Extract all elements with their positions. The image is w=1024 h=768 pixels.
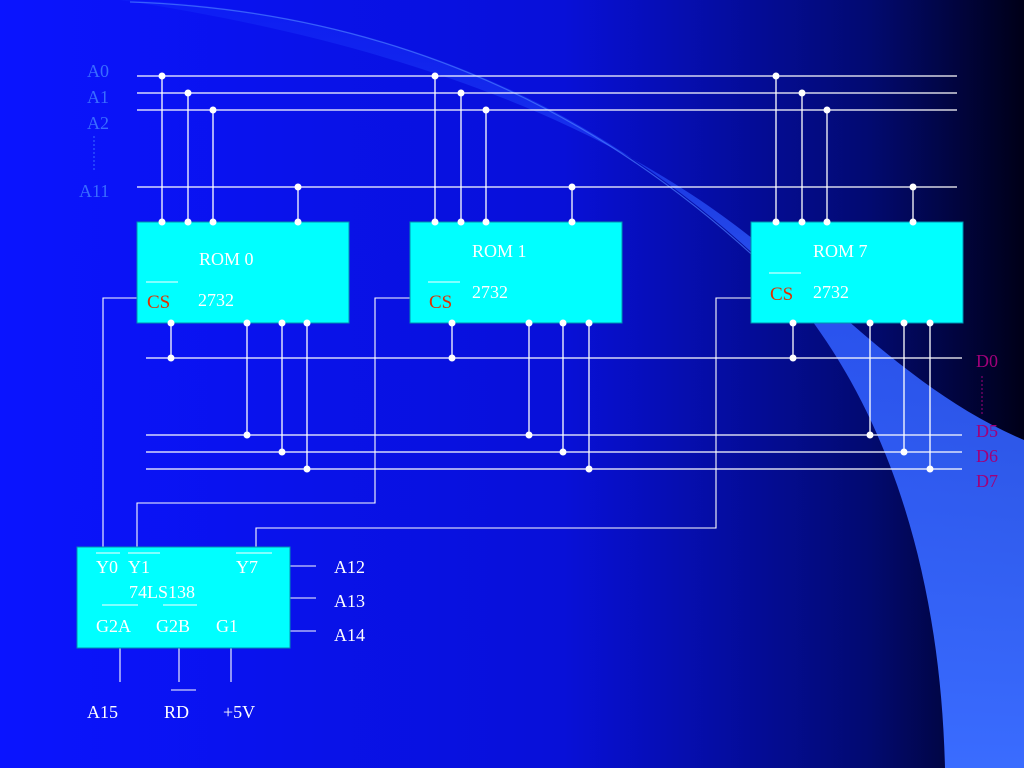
rom0-chip-number: 2732 [198, 290, 234, 310]
rom1-chip-number: 2732 [472, 282, 508, 302]
decoder-input-a14: A14 [334, 625, 365, 645]
rom7-cs-label: CS [770, 284, 793, 305]
decoder-chip [76, 546, 291, 649]
address-drops [161, 76, 914, 222]
cs-wire-rom7 [255, 297, 751, 547]
cs-wire-rom1 [136, 297, 410, 547]
decoder-input-a15: A15 [87, 702, 118, 722]
cs-wire-rom0 [102, 297, 137, 547]
decoder-output-y0: Y0 [96, 557, 118, 577]
rom0-cs-label: CS [147, 292, 170, 313]
data-label-d6: D6 [976, 446, 998, 466]
junction-dots [158, 72, 934, 473]
rom-chip-1 [409, 221, 623, 324]
decoder-output-y7: Y7 [236, 557, 258, 577]
decoder-output-y1: Y1 [128, 557, 150, 577]
address-label-a2: A2 [87, 113, 109, 133]
address-label-a11: A11 [79, 181, 109, 201]
rom1-cs-label: CS [429, 292, 452, 313]
decoder-input-a12: A12 [334, 557, 365, 577]
data-label-d7: D7 [976, 471, 998, 491]
decoder-overbars [96, 552, 272, 606]
rom-chip-0 [136, 221, 350, 324]
address-bus [137, 75, 957, 188]
decoder-input-wires [119, 565, 316, 682]
decoder-enable-g2a: G2A [96, 616, 131, 636]
decoder-chip-number: 74LS138 [129, 582, 195, 602]
chip-select-wiring [102, 297, 751, 547]
rom0-title: ROM 0 [199, 249, 254, 269]
decoder-enable-g1: G1 [216, 616, 238, 636]
address-label-a0: A0 [87, 61, 109, 81]
decoder-input-a13: A13 [334, 591, 365, 611]
rom7-title: ROM 7 [813, 241, 868, 261]
decorative-sweep-edge [129, 1, 761, 263]
data-drops [170, 323, 931, 469]
data-label-d5: D5 [976, 421, 998, 441]
address-label-a1: A1 [87, 87, 109, 107]
rom7-chip-number: 2732 [813, 282, 849, 302]
rom1-title: ROM 1 [472, 241, 527, 261]
decoder-input-rd: RD [164, 702, 189, 722]
decoder-enable-g2b: G2B [156, 616, 190, 636]
decoder-input-5v: +5V [223, 702, 255, 722]
data-label-d0: D0 [976, 351, 998, 371]
